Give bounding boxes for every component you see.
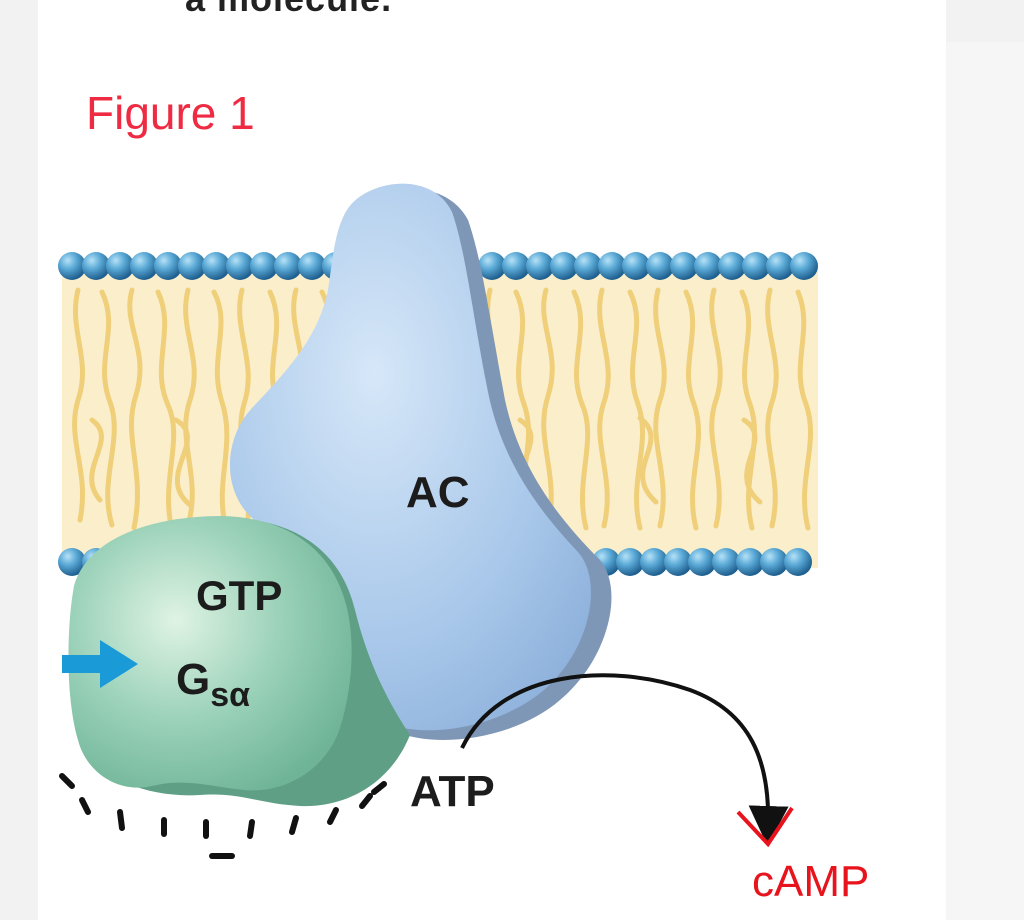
cropped-caption-text: a molecule. xyxy=(185,0,392,20)
phospholipid-head xyxy=(502,252,530,280)
phospholipid-head xyxy=(226,252,254,280)
figure-title: Figure 1 xyxy=(86,87,255,139)
phospholipid-head xyxy=(622,252,650,280)
phospholipid-head xyxy=(598,252,626,280)
phospholipid-head xyxy=(742,252,770,280)
phospholipid-head xyxy=(718,252,746,280)
phospholipid-head xyxy=(58,252,86,280)
activation-arrow xyxy=(62,640,138,688)
phospholipid-head xyxy=(712,548,740,576)
phospholipid-head xyxy=(274,252,302,280)
membrane-dash-marks xyxy=(59,773,387,859)
phospholipid-head xyxy=(736,548,764,576)
activation-arrow-shaft xyxy=(62,655,106,673)
g-protein-alpha-subunit: GTP Gsα xyxy=(68,516,410,807)
phospholipid-head xyxy=(664,548,692,576)
phospholipid-head xyxy=(688,548,716,576)
phospholipid-head xyxy=(574,252,602,280)
phospholipid-head xyxy=(478,252,506,280)
g-protein-body xyxy=(68,516,352,791)
gtp-label: GTP xyxy=(196,572,282,619)
right-gutter xyxy=(946,42,1024,920)
camp-annotation-arrowhead xyxy=(736,806,794,848)
phospholipid-head xyxy=(154,252,182,280)
phospholipid-head xyxy=(616,548,644,576)
phospholipid-head xyxy=(526,252,554,280)
phospholipid-head xyxy=(202,252,230,280)
phospholipid-head xyxy=(646,252,674,280)
phospholipid-head xyxy=(640,548,668,576)
phospholipid-head xyxy=(550,252,578,280)
phospholipid-head xyxy=(250,252,278,280)
phospholipid-head xyxy=(760,548,788,576)
phospholipid-heads-top xyxy=(58,252,818,280)
phospholipid-head xyxy=(784,548,812,576)
activation-arrow-head xyxy=(100,640,138,688)
phospholipid-head xyxy=(766,252,794,280)
g-protein-label: Gsα xyxy=(176,655,250,714)
phospholipid-head xyxy=(298,252,326,280)
camp-label: cAMP xyxy=(752,857,869,906)
phospholipid-head xyxy=(178,252,206,280)
adenylyl-cyclase-label: AC xyxy=(406,468,470,517)
phospholipid-head xyxy=(82,252,110,280)
phospholipid-head xyxy=(58,548,86,576)
phospholipid-head xyxy=(670,252,698,280)
phospholipid-head xyxy=(130,252,158,280)
phospholipid-head xyxy=(790,252,818,280)
phospholipid-head xyxy=(106,252,134,280)
reaction-arrow xyxy=(460,673,789,846)
atp-to-camp-reaction: ATP cAMP xyxy=(410,673,869,906)
atp-label: ATP xyxy=(410,767,495,816)
phospholipid-head xyxy=(694,252,722,280)
